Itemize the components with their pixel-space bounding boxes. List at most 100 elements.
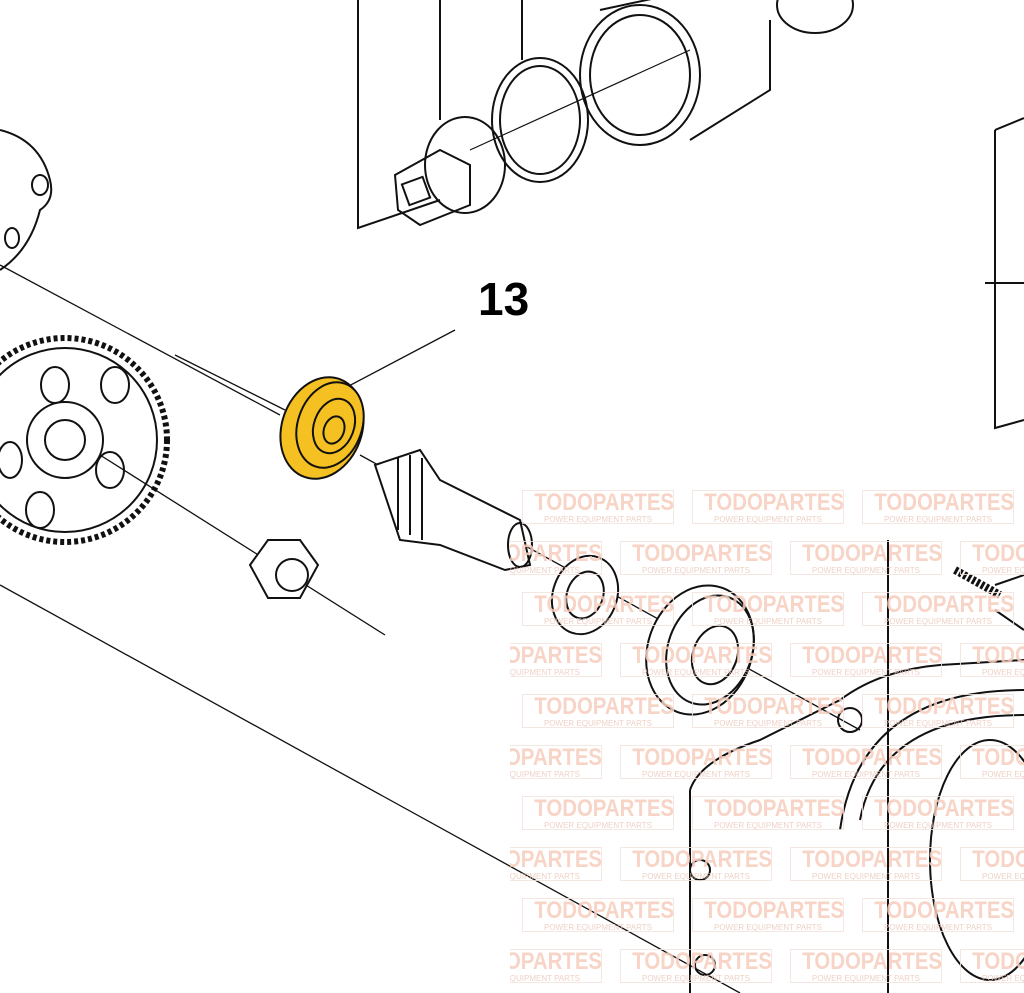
pinion-shaft [373, 448, 533, 572]
watermark-brand: TODOPARTES [534, 591, 675, 618]
watermark-tagline: POWER EQUIPMENT PARTS [543, 821, 652, 830]
watermark-tagline: POWER EQUIPMENT PARTS [883, 719, 992, 728]
watermark-brand: TODOPARTES [972, 846, 1024, 873]
housing-left [0, 129, 53, 271]
watermark-tagline: POWER EQUIPMENT PARTS [811, 770, 920, 779]
bracket-lines [357, 0, 1024, 993]
watermark-brand: TODOPARTES [534, 795, 675, 822]
watermark-brand: TODOPARTES [972, 744, 1024, 771]
watermark-tagline: POWER EQUIPMENT PARTS [510, 566, 580, 575]
part-number-callout: 13 [478, 273, 530, 325]
watermark-tagline: POWER EQUIPMENT PARTS [883, 923, 992, 932]
watermark-brand: TODOPARTES [972, 540, 1024, 567]
bearing-13-highlighted [279, 376, 365, 480]
watermark-tagline: POWER EQUIPMENT PARTS [713, 923, 822, 932]
seal-part [550, 554, 620, 636]
watermark-brand: TODOPARTES [632, 540, 773, 567]
watermark-tagline: POWER EQUIPMENT PARTS [641, 566, 750, 575]
watermark-brand: TODOPARTES [802, 948, 943, 975]
o-ring-part [491, 57, 589, 183]
watermark-tagline: POWER EQUIPMENT PARTS [713, 617, 822, 626]
watermark-tagline: POWER EQUIPMENT PARTS [641, 668, 750, 677]
watermark-tagline: POWER EQUIPMENT PARTS [981, 770, 1024, 779]
watermark-brand: TODOPARTES [632, 744, 773, 771]
watermark-brand: TODOPARTES [510, 744, 603, 771]
watermark-brand: TODOPARTES [874, 795, 1015, 822]
shaft-part [393, 116, 506, 227]
watermark-tagline: POWER EQUIPMENT PARTS [883, 515, 992, 524]
watermark-brand: TODOPARTES [802, 642, 943, 669]
watermark-brand: TODOPARTES [534, 693, 675, 720]
watermark-brand: TODOPARTES [510, 642, 603, 669]
watermark-brand: TODOPARTES [874, 693, 1015, 720]
watermark-tagline: POWER EQUIPMENT PARTS [883, 617, 992, 626]
watermark-tagline: POWER EQUIPMENT PARTS [641, 770, 750, 779]
watermark-tagline: POWER EQUIPMENT PARTS [543, 719, 652, 728]
watermark-brand: TODOPARTES [972, 642, 1024, 669]
watermark-brand: TODOPARTES [704, 795, 845, 822]
watermark-tagline: POWER EQUIPMENT PARTS [510, 872, 580, 881]
watermark-brand: TODOPARTES [632, 948, 773, 975]
watermark-tagline: POWER EQUIPMENT PARTS [981, 566, 1024, 575]
watermark-brand: TODOPARTES [802, 744, 943, 771]
watermark-brand: TODOPARTES [802, 540, 943, 567]
watermark-brand: TODOPARTES [704, 693, 845, 720]
watermark-tagline: POWER EQUIPMENT PARTS [883, 821, 992, 830]
nut-part [248, 539, 320, 599]
watermark-tagline: POWER EQUIPMENT PARTS [510, 668, 580, 677]
watermark-tagline: POWER EQUIPMENT PARTS [811, 668, 920, 677]
watermark-tagline: POWER EQUIPMENT PARTS [811, 974, 920, 983]
housing-right [689, 659, 1024, 993]
watermark-brand: TODOPARTES [704, 897, 845, 924]
watermark-tagline: POWER EQUIPMENT PARTS [543, 617, 652, 626]
watermark-brand: TODOPARTES [510, 540, 603, 567]
watermark-brand: TODOPARTES [704, 591, 845, 618]
watermark-brand: TODOPARTES [972, 948, 1024, 975]
watermark-tagline: POWER EQUIPMENT PARTS [981, 974, 1024, 983]
watermark-brand: TODOPARTES [704, 489, 845, 516]
watermark-tagline: POWER EQUIPMENT PARTS [713, 515, 822, 524]
watermark-brand: TODOPARTES [632, 846, 773, 873]
watermark-brand: TODOPARTES [534, 897, 675, 924]
watermark-tagline: POWER EQUIPMENT PARTS [510, 770, 580, 779]
watermark-tagline: POWER EQUIPMENT PARTS [510, 974, 580, 983]
watermark-tagline: POWER EQUIPMENT PARTS [713, 719, 822, 728]
watermark-brand: TODOPARTES [510, 846, 603, 873]
watermark-brand: TODOPARTES [510, 948, 603, 975]
watermark-tagline: POWER EQUIPMENT PARTS [811, 566, 920, 575]
watermark-brand: TODOPARTES [802, 846, 943, 873]
